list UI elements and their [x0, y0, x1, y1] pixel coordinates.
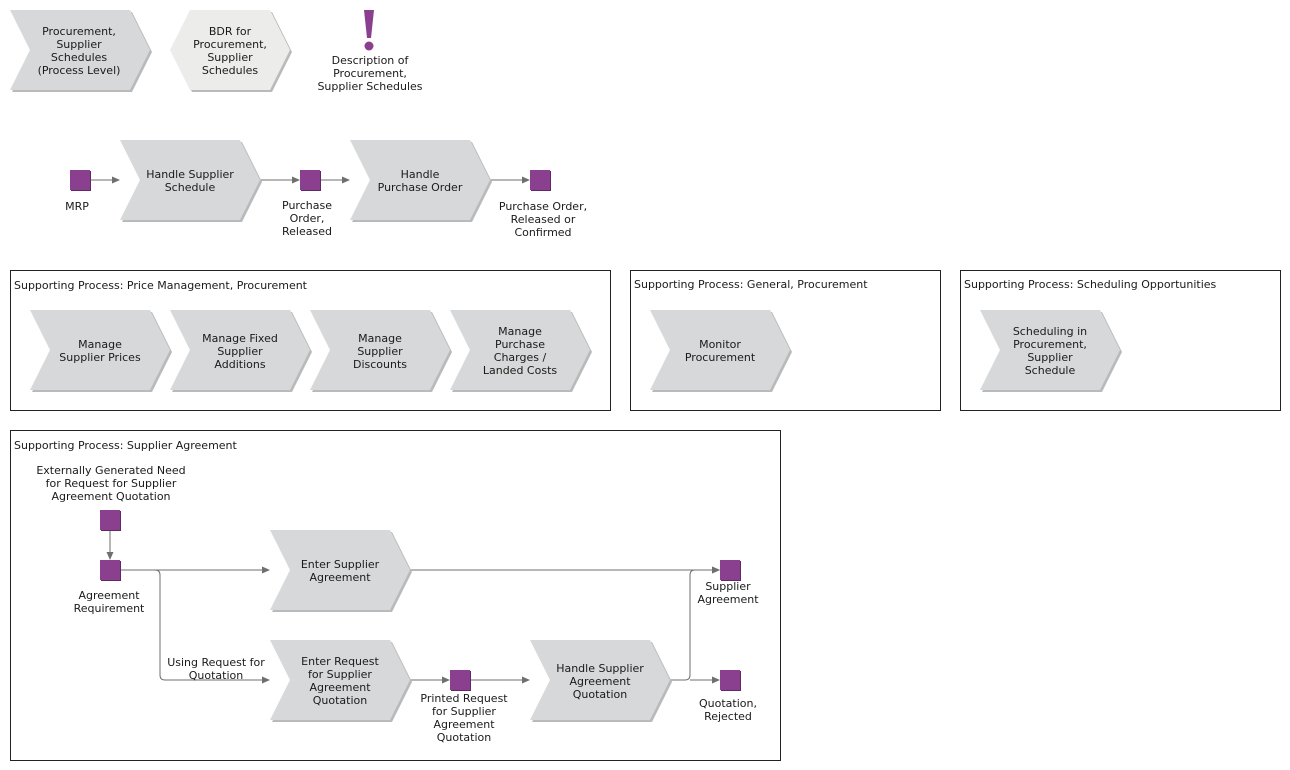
function-manage-purchase-charges[interactable] [450, 310, 590, 390]
event-supplier-agreement[interactable] [720, 560, 740, 580]
function-manage-fixed-supplier-additions-label: Manage Fixed Supplier Additions [202, 331, 278, 371]
frame-general-procurement: Supporting Process: General, Procurement [630, 270, 941, 411]
function-manage-fixed-supplier-additions[interactable] [170, 310, 310, 390]
event-external-need[interactable] [100, 510, 120, 530]
process-level-shape[interactable] [10, 10, 150, 92]
event-po-released-label: Purchase Order, Released [282, 199, 332, 238]
frame-supplier-agreement-title: Supporting Process: Supplier Agreement [14, 439, 237, 452]
process-level-shape-fill[interactable] [10, 10, 150, 90]
function-manage-supplier-discounts[interactable] [310, 310, 450, 390]
connector-layer [90, 176, 720, 684]
description-label: Description of Procurement, Supplier Sch… [317, 54, 423, 93]
function-enter-request-label: Enter Request for Supplier Agreement Quo… [301, 655, 379, 707]
function-manage-supplier-prices-label: Manage Supplier Prices [59, 338, 141, 364]
function-handle-quotation[interactable] [530, 640, 670, 720]
event-quotation-rejected-label: Quotation, Rejected [699, 697, 757, 723]
bdr-shape[interactable] [170, 10, 290, 92]
event-printed-request[interactable] [450, 670, 470, 690]
function-enter-request[interactable] [270, 640, 410, 720]
event-agreement-requirement[interactable] [100, 560, 120, 580]
function-manage-purchase-charges-label: Manage Purchase Charges / Landed Costs [482, 325, 558, 377]
function-scheduling-label: Scheduling in Procurement, Supplier Sche… [1012, 325, 1088, 377]
event-po-released-confirmed[interactable] [530, 170, 550, 190]
function-handle-purchase-order[interactable] [350, 140, 490, 220]
function-handle-supplier-schedule[interactable] [120, 140, 260, 220]
frame-price-management-title: Supporting Process: Price Management, Pr… [14, 279, 307, 292]
event-printed-request-label: Printed Request for Supplier Agreement Q… [420, 692, 508, 744]
connector-label-using-rfq: Using Request for Quotation [167, 656, 265, 682]
function-enter-supplier-agreement[interactable] [270, 530, 410, 610]
frame-scheduling-opportunities-title: Supporting Process: Scheduling Opportuni… [964, 278, 1217, 291]
function-handle-purchase-order-label: Handle Purchase Order [377, 168, 463, 194]
connector-handle-quotation-to-supplier-agreement [670, 566, 720, 681]
function-handle-quotation-label: Handle Supplier Agreement Quotation [556, 661, 644, 701]
frame-price-management: Supporting Process: Price Management, Pr… [10, 270, 611, 411]
function-manage-supplier-discounts-label: Manage Supplier Discounts [352, 331, 408, 371]
event-agreement-requirement-label: Agreement Requirement [73, 589, 145, 615]
shape-layer [10, 10, 1122, 722]
exclamation-icon[interactable] [362, 10, 378, 52]
event-po-released[interactable] [300, 170, 320, 190]
event-supplier-agreement-label: Supplier Agreement [697, 580, 759, 606]
bdr-shape-fill[interactable] [170, 10, 290, 90]
frame-general-procurement-title: Supporting Process: General, Procurement [634, 278, 868, 291]
function-monitor-procurement[interactable] [650, 310, 790, 390]
frame-scheduling-opportunities: Supporting Process: Scheduling Opportuni… [960, 270, 1281, 411]
event-mrp-label: MRP [65, 200, 89, 213]
event-quotation-rejected[interactable] [720, 670, 740, 690]
function-enter-supplier-agreement-label: Enter Supplier Agreement [300, 558, 380, 584]
frame-supplier-agreement: Supporting Process: Supplier Agreement [10, 430, 781, 761]
bdr-label: BDR for Procurement, Supplier Schedules [193, 25, 267, 77]
function-monitor-procurement-label: Monitor Procurement [684, 338, 756, 364]
event-po-released-confirmed-label: Purchase Order, Released or Confirmed [498, 200, 588, 239]
connector-requirement-to-enter-request [154, 569, 270, 684]
function-manage-supplier-prices[interactable] [30, 310, 170, 390]
event-external-need-label: Externally Generated Need for Request fo… [36, 464, 186, 503]
event-mrp[interactable] [70, 170, 90, 190]
process-level-label: Procurement, Supplier Schedules (Process… [37, 25, 121, 77]
function-scheduling[interactable] [980, 310, 1120, 390]
function-handle-supplier-schedule-label: Handle Supplier Schedule [146, 168, 234, 194]
